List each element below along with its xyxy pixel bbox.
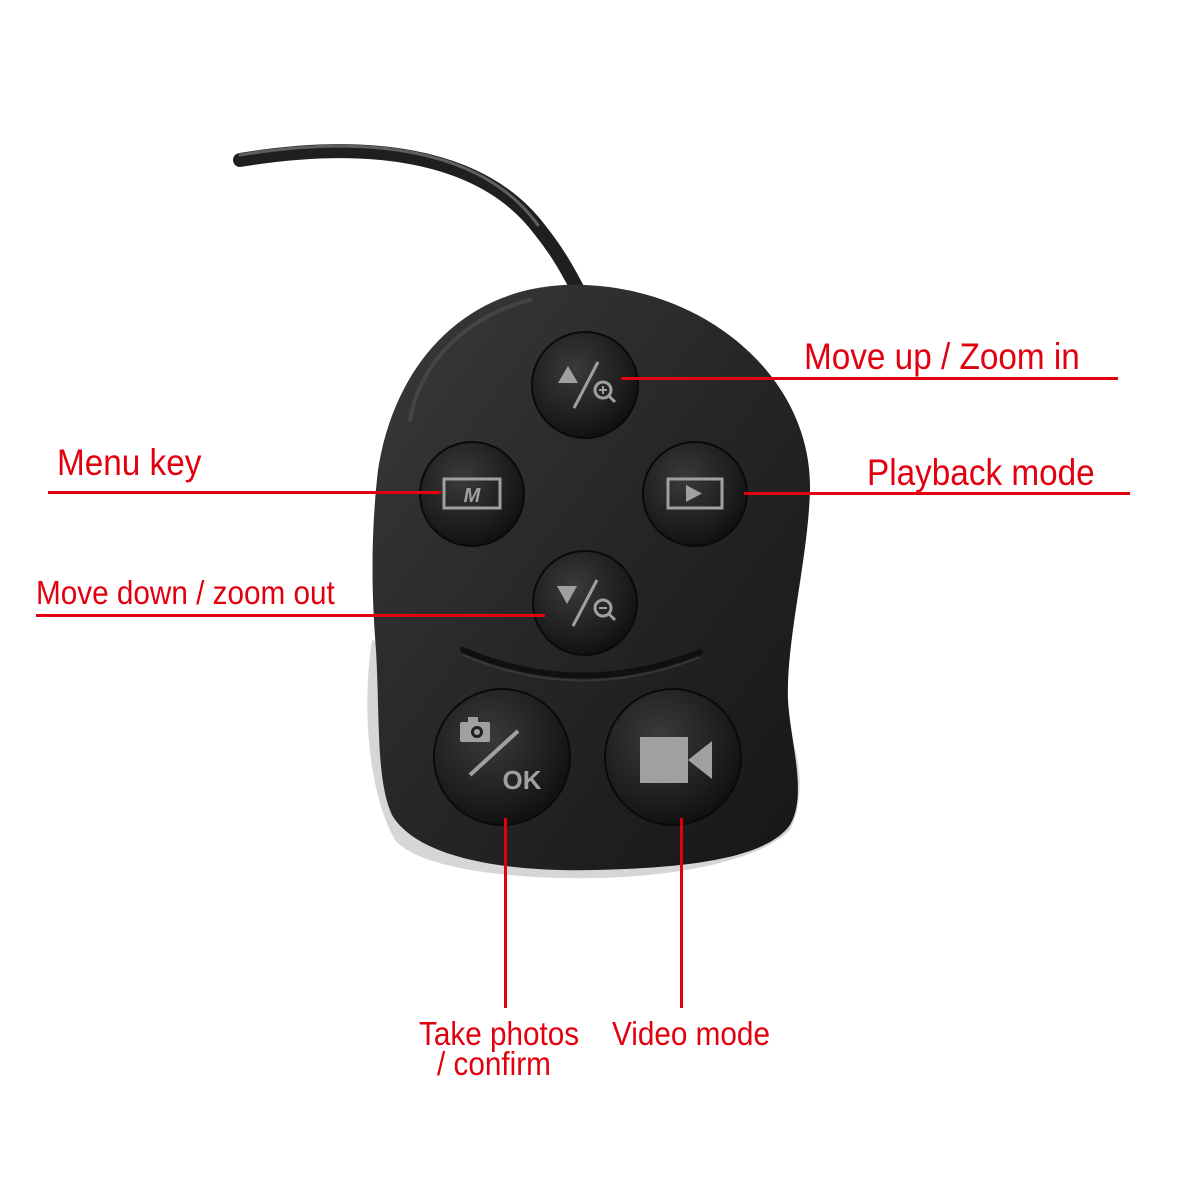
video-mode-button[interactable]	[604, 688, 742, 826]
leader-video-mode	[680, 818, 683, 1008]
leader-move-down	[36, 614, 545, 617]
leader-playback	[744, 492, 1130, 495]
label-playback-mode: Playback mode	[867, 452, 1095, 493]
label-video-mode: Video mode	[612, 1015, 770, 1052]
separator-arc	[460, 647, 703, 679]
leader-take-photos	[504, 818, 507, 1008]
cable	[233, 144, 585, 297]
label-move-up-zoom-in: Move up / Zoom in	[804, 336, 1080, 377]
playback-button[interactable]	[642, 441, 748, 547]
label-confirm: / confirm	[437, 1045, 551, 1082]
take-photo-ok-button[interactable]: OK	[433, 688, 571, 826]
down-zoom-out-icon	[557, 579, 617, 627]
label-take-photos: Take photos	[419, 1015, 580, 1052]
label-move-down-zoom-out: Move down / zoom out	[36, 574, 335, 611]
video-camera-icon	[640, 737, 712, 783]
label-menu-key: Menu key	[57, 442, 202, 483]
svg-text:M: M	[464, 485, 482, 507]
leader-menu-key	[48, 491, 441, 494]
leader-move-up	[621, 377, 1118, 380]
svg-text:OK: OK	[503, 765, 542, 795]
menu-icon: M	[442, 477, 502, 510]
move-up-button[interactable]	[531, 331, 639, 439]
up-zoom-in-icon	[558, 361, 617, 409]
menu-button[interactable]: M	[419, 441, 525, 547]
camera-ok-icon: OK	[460, 717, 542, 795]
play-icon	[666, 477, 724, 510]
move-down-button[interactable]	[532, 550, 638, 656]
